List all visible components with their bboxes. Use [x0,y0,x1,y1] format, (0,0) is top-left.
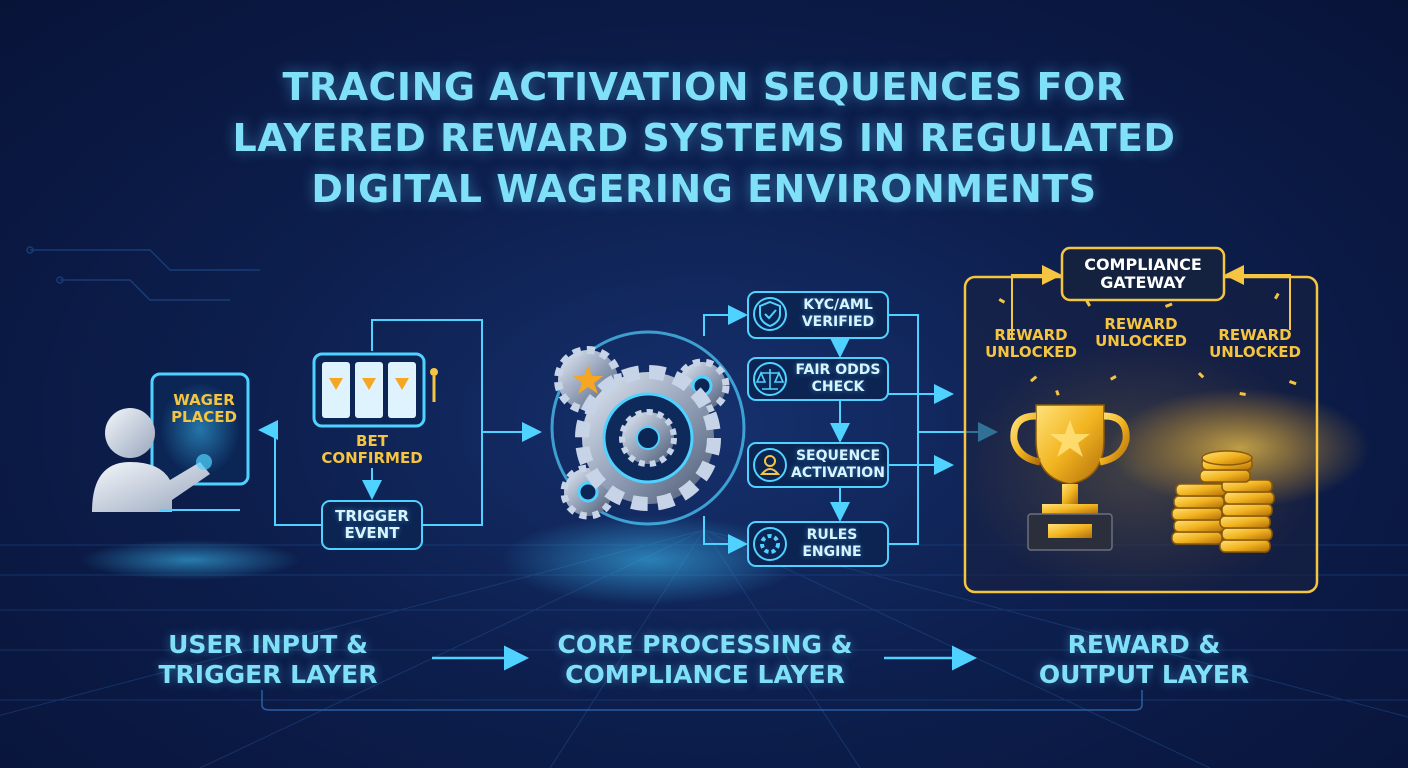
core-layer-line-1: CORE PROCESSING & [557,630,853,659]
gateway-line-1: COMPLIANCE [1084,255,1202,274]
rules-label: RULES ENGINE [782,527,882,561]
reward-unlocked-label-1: REWARD UNLOCKED [976,327,1086,361]
gateway-line-2: GATEWAY [1100,273,1186,292]
bet-line-2: CONFIRMED [321,449,423,467]
seq-line-2: ACTIVATION [791,465,885,481]
odds-line-1: FAIR ODDS [795,362,881,378]
bet-line-1: BET [356,432,388,450]
circuit-traces [26,246,260,301]
core-connectors [703,305,998,554]
input-glow [80,540,300,580]
page-title: TRACING ACTIVATION SEQUENCES FOR LAYERED… [0,62,1408,215]
coin-stack-icon [1110,388,1370,553]
sequence-label: SEQUENCE ACTIVATION [788,448,888,482]
shield-check-icon [753,297,787,331]
reward2-line-1: REWARD [1104,315,1178,333]
rules-line-1: RULES [806,527,858,543]
seq-line-1: SEQUENCE [795,448,881,464]
reward2-line-2: UNLOCKED [1095,332,1187,350]
reward-unlocked-label-3: REWARD UNLOCKED [1200,327,1310,361]
gear-icon [753,527,787,561]
slot-machine-icon [312,352,438,428]
reward-unlocked-label-2: REWARD UNLOCKED [1086,316,1196,350]
title-line-1: TRACING ACTIVATION SEQUENCES FOR [282,65,1126,109]
trigger-line-2: EVENT [344,524,400,542]
gears-icon [550,330,746,526]
odds-label: FAIR ODDS CHECK [788,362,888,396]
reward-layer-line-1: REWARD & [1067,630,1221,659]
trigger-event-label: TRIGGER EVENT [322,508,422,542]
rules-line-2: ENGINE [802,544,862,560]
input-connectors [258,319,542,526]
input-layer-label: USER INPUT & TRIGGER LAYER [128,630,408,690]
reward-layer-line-2: OUTPUT LAYER [1038,660,1250,689]
center-glow [500,515,800,605]
reward1-line-2: UNLOCKED [985,343,1077,361]
trophy-icon [1010,404,1130,551]
trigger-line-1: TRIGGER [335,507,409,525]
kyc-label: KYC/AML VERIFIED [788,297,888,331]
title-line-2: LAYERED REWARD SYSTEMS IN REGULATED [232,116,1176,160]
odds-line-2: CHECK [811,379,865,395]
wager-line-2: PLACED [171,408,237,426]
kyc-line-2: VERIFIED [801,314,875,330]
kyc-line-1: KYC/AML [803,297,873,313]
wager-placed-label: WAGER PLACED [160,392,248,426]
scales-icon [753,362,787,396]
compliance-gateway-label: COMPLIANCE GATEWAY [1062,256,1224,292]
user-icon [92,408,212,512]
gateway-connectors [1011,265,1291,340]
title-line-3: DIGITAL WAGERING ENVIRONMENTS [311,167,1097,211]
reward-layer-label: REWARD & OUTPUT LAYER [1010,630,1278,690]
input-layer-line-2: TRIGGER LAYER [158,660,378,689]
bet-confirmed-label: BET CONFIRMED [310,433,434,467]
person-pin-icon [753,448,787,482]
reward3-line-2: UNLOCKED [1209,343,1301,361]
layer-bracket [261,690,1143,711]
core-layer-line-2: COMPLIANCE LAYER [565,660,845,689]
wager-line-1: WAGER [173,391,235,409]
core-layer-label: CORE PROCESSING & COMPLIANCE LAYER [545,630,865,690]
reward1-line-1: REWARD [994,326,1068,344]
reward3-line-1: REWARD [1218,326,1292,344]
input-layer-line-1: USER INPUT & [168,630,368,659]
